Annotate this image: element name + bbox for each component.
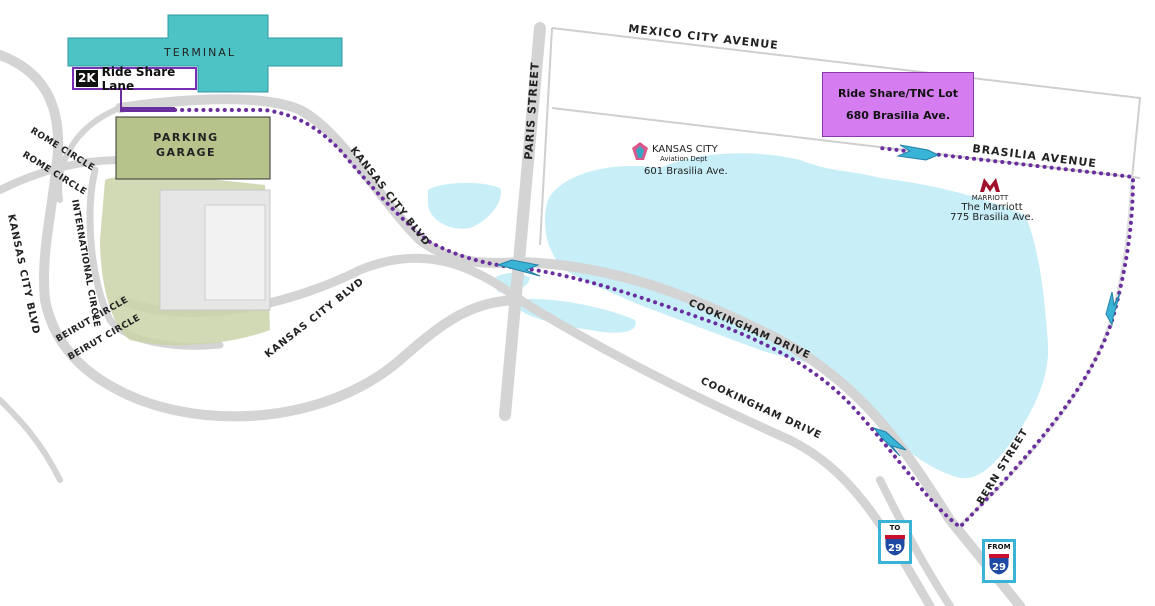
pond-lower [520,299,636,333]
rideshare-lane-callout: 2K Ride Share Lane [72,64,197,93]
aviation-line1: KANSAS CITY [652,144,719,155]
rideshare-lane-text: Ride Share Lane [101,64,176,93]
route-arrows [496,144,1121,457]
garage-label-1: PARKING [153,131,218,144]
highway-sign-from-dir: FROM [987,543,1011,551]
interstate-number-from: 29 [992,562,1006,573]
interstate-number-to: 29 [888,543,902,554]
terminal-label: TERMINAL [163,46,236,59]
marriott-name: The Marriott [960,202,1022,213]
arrow-bern [1105,291,1121,327]
tnc-lot-name: Ride Share/TNC Lot [838,87,958,100]
marriott-logo-text: MARRIOTT [972,194,1009,202]
aviation-address: 601 Brasilia Ave. [644,166,728,177]
tnc-lot-box: Ride Share/TNC Lot 680 Brasilia Ave. [822,72,974,137]
aviation-line2: Aviation Dept [660,155,708,163]
parking-garage [115,116,271,180]
garage-label-2: GARAGE [156,146,216,159]
highway-sign-to-dir: TO [889,524,901,532]
terminal-building [67,14,343,93]
property-lines [539,27,1142,246]
highway-sign-from-29: FROM 29 [982,539,1016,583]
marriott-address: 775 Brasilia Ave. [950,212,1034,223]
label-kcb-left: KANSAS CITY BLVD [5,213,41,335]
highway-sign-to-29: TO 29 [878,520,912,564]
label-kcb-upper: KANSAS CITY BLVD [348,145,432,249]
aviation-dept-logo [632,142,648,160]
marriott-logo-icon [980,178,1000,192]
label-paris-st: PARIS STREET [522,61,542,160]
arrow-cookingham [872,426,907,457]
arrow-brasilia [896,144,940,161]
interstate-shield-icon: 29 [884,535,906,557]
interstate-shield-icon: 29 [988,554,1010,576]
arrow-kcb [496,259,541,277]
rideshare-lane-bar [120,107,175,112]
label-mexico-city-ave: MEXICO CITY AVENUE [628,22,780,52]
hangar-inner [204,204,266,301]
rideshare-route [173,108,1136,530]
tnc-lot-address: 680 Brasilia Ave. [845,109,951,122]
rideshare-lane-badge: 2K [76,70,98,87]
pond-upper [428,182,501,229]
lake [544,153,1049,479]
